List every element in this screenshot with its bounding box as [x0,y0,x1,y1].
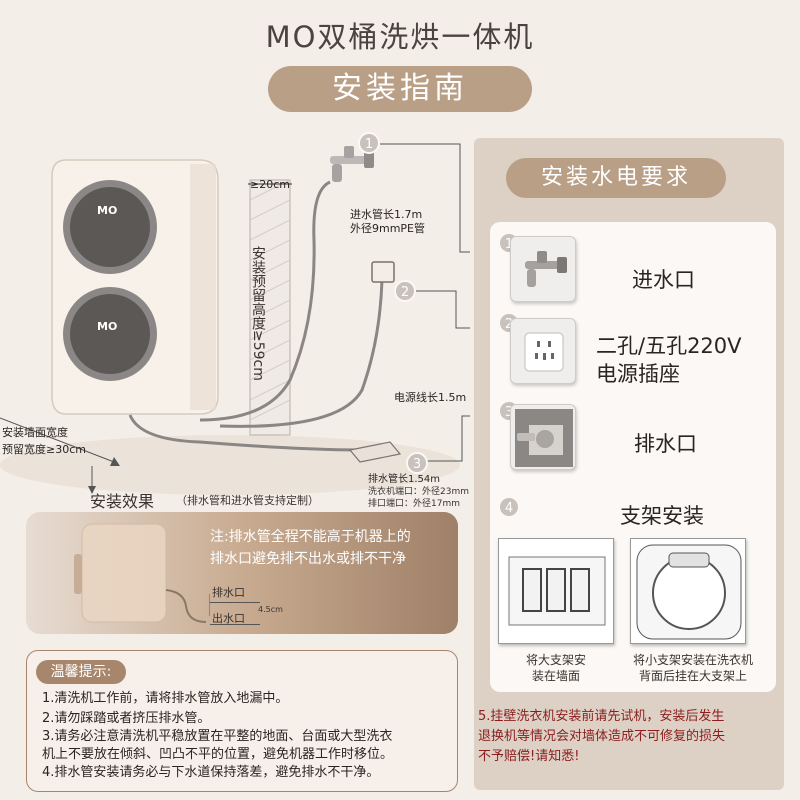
warning-line-1: 5.挂壁洗衣机安装前请先试机，安装后发生 [478,709,725,724]
requirement-label-2-line-1: 二孔/五孔220V [596,334,742,358]
requirements-title: 安装水电要求 [506,158,726,198]
inlet-pipe-spec: 外径9mmPE管 [350,222,426,235]
brand-logo-lower: MO [97,320,118,333]
tip-item: 3.请务必注意清洗机平稳放置在平整的地面、台面或大型洗衣 [42,729,393,744]
installation-diagram [0,143,470,495]
floor-drain [348,441,402,463]
drain-pipe [128,414,361,452]
effect-subtitle: （排水管和进水管支持定制） [176,494,319,507]
large-bracket-caption-2: 装在墙面 [531,669,580,683]
water-inlet-faucet-icon [510,236,576,302]
wall-width-label-2: 预留宽度≥30cm [2,443,86,456]
tip-item: 机上不要放在倾斜、凹凸不平的位置，避免机器工作时移位。 [42,747,394,762]
inlet-pipe-label: 进水管长1.7m [350,208,423,221]
effect-title: 安装效果 [90,492,155,511]
marker-2: 2 [394,280,416,302]
warning-line-3: 不予赔偿!请知悉! [478,749,580,764]
faucet [330,146,374,182]
tip-item: 1.清洗机工作前，请将排水管放入地漏中。 [42,691,289,706]
brand-logo-upper: MO [97,204,118,217]
small-bracket-image [630,538,746,644]
marker-1: 1 [358,132,380,154]
power-socket-icon [510,318,576,384]
height-difference-label: 4.5cm [258,605,283,614]
marker-3: 3 [406,452,428,474]
wall-width-label-1: 安装墙面宽度 [2,426,68,439]
drain-pipe-label: 排水管长1.54m [368,474,441,485]
large-bracket-image [498,538,614,644]
requirement-label-1: 进水口 [632,268,695,292]
section-title: 安装指南 [268,66,532,112]
requirement-label-4: 支架安装 [620,504,704,528]
wall [249,179,291,436]
upper-drum [70,187,150,267]
drain-port-washer: 洗衣机端口：外径23mm [368,487,469,497]
requirement-number-4: 4 [498,496,520,518]
lower-drum [70,294,150,374]
large-bracket-caption-1: 将大支架安 [525,653,586,667]
clearance-width-label: ≥20cm [250,178,290,191]
note-line-1: 注:排水管全程不能高于机器上的 [210,529,411,545]
tips-tag: 温馨提示: [36,660,126,684]
small-bracket-caption-2: 背面后挂在大支架上 [638,669,747,683]
reserved-height-label: 安装预留高度≥59cm [250,246,266,381]
drain-port-label: 排水口 [212,586,245,599]
drain-port-outlet: 排口端口：外径17mm [368,499,460,509]
small-bracket-caption-1: 将小支架安装在洗衣机 [632,653,753,667]
floor-drain-icon [510,404,576,470]
inlet-pipe [199,180,331,422]
note-line-2: 排水口避免排不出水或排不干净 [210,551,406,567]
power-socket [371,261,395,283]
requirement-label-3: 排水口 [634,432,697,456]
drain-effect-illustration [74,523,210,623]
tip-item: 4.排水管安装请务必与下水道保持落差，避免排水不干净。 [42,765,380,780]
power-cord-label: 电源线长1.5m [394,391,467,404]
outlet-port-label: 出水口 [212,612,245,625]
requirement-label-2-line-2: 电源插座 [596,362,680,386]
tip-item: 2.请勿踩踏或者挤压排水管。 [42,711,211,726]
product-title: MO双桶洗烘一体机 [265,20,535,54]
warning-line-2: 退换机等情况会对墙体造成不可修复的损失 [478,729,726,744]
power-cord [219,279,384,428]
